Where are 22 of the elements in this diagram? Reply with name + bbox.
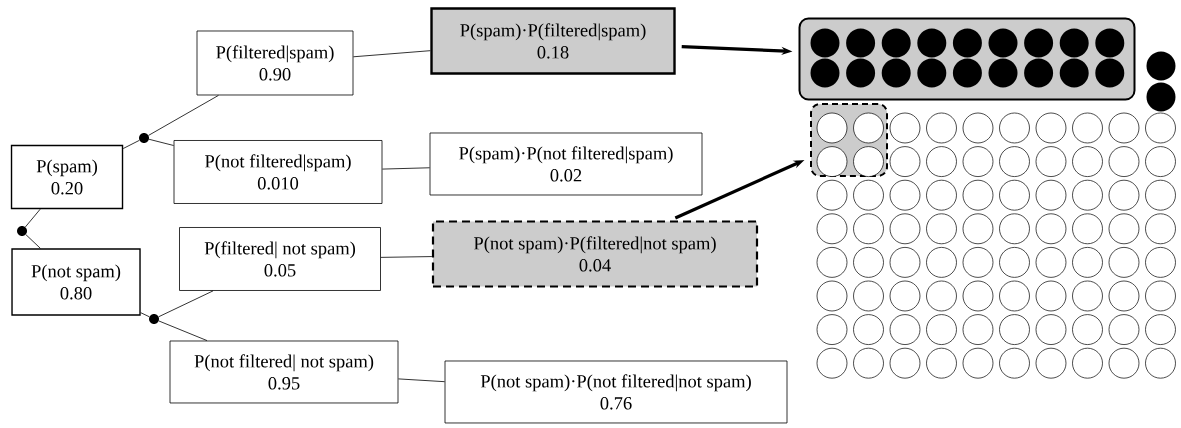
connector-line <box>148 95 219 136</box>
connector-line <box>158 320 208 341</box>
probability-box: P(not spam)·P(filtered|not spam) 0.04 <box>431 220 759 288</box>
connector-line <box>140 312 150 318</box>
connector-line <box>158 290 214 318</box>
probability-box: P(not spam)·P(not filtered|not spam) 0.76 <box>444 360 788 424</box>
connector-line <box>353 50 431 58</box>
probability-box: P(not filtered| not spam) 0.95 <box>169 340 399 404</box>
connector-line <box>382 167 430 170</box>
probability-box: P(spam) 0.20 <box>10 144 124 210</box>
connector-line <box>122 139 140 149</box>
probability-box: P(not filtered|spam) 0.010 <box>173 140 383 204</box>
connector-line <box>24 208 41 228</box>
probability-box: P(filtered| not spam) 0.05 <box>179 227 381 291</box>
probability-box: P(not spam) 0.80 <box>11 248 141 316</box>
connector-line <box>148 138 174 146</box>
probability-box: P(spam)·P(filtered|spam) 0.18 <box>430 7 676 75</box>
connector-line <box>25 234 41 249</box>
probability-box: P(spam)·P(not filtered|spam) 0.02 <box>429 132 703 196</box>
connector-line <box>380 256 433 258</box>
probability-box: P(filtered|spam) 0.90 <box>196 30 354 96</box>
connector-line <box>398 378 445 383</box>
